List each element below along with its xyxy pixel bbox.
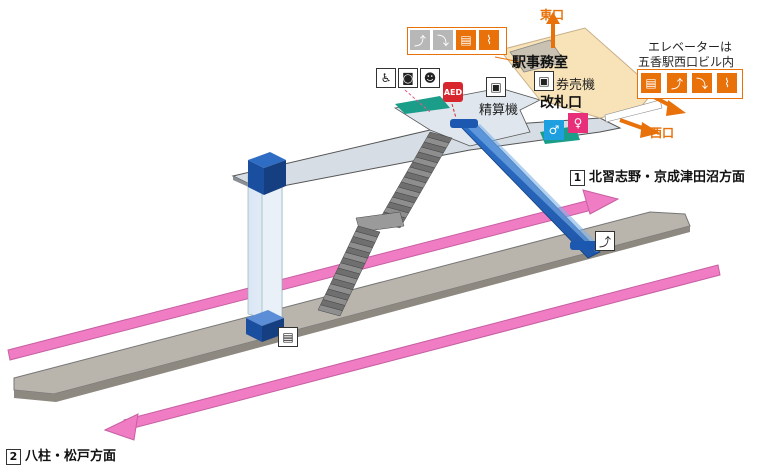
track-arrow-lower — [103, 264, 721, 441]
ticket-gate-label: 改札口 — [540, 95, 582, 111]
escalator-icon: ⤴ — [595, 231, 615, 251]
stairs-icon: ⌇ — [717, 73, 737, 93]
west-exit-arrow — [619, 94, 686, 138]
facility-callout-line — [404, 89, 431, 113]
ticket-machine-label: 券売機 — [556, 78, 596, 93]
elevator-note-line2: 五香駅西口ビル内 — [638, 55, 735, 69]
escalator-up-icon: ⤴ — [667, 73, 687, 93]
east-exit-arrow — [546, 12, 560, 48]
platform1-direction-text: 北習志野・京成津田沼方面 — [589, 170, 746, 185]
platform1-number: 1 — [570, 170, 585, 186]
elevator-icon: ▤ — [278, 327, 298, 347]
escalator — [450, 119, 604, 259]
platform2-number: 2 — [6, 449, 21, 465]
female-restroom-icon: ♀ — [568, 113, 588, 133]
stairs — [317, 131, 453, 317]
fare-adjustment-label: 精算機 — [479, 103, 519, 118]
station-office-label: 駅事務室 — [512, 55, 568, 71]
male-restroom-icon: ♂ — [544, 120, 564, 140]
elevator-icon: ▤ — [641, 73, 661, 93]
west-exit-label: 西口 — [650, 126, 675, 140]
platform1-direction-label: 1 北習志野・京成津田沼方面 — [570, 166, 745, 186]
platform — [13, 211, 691, 402]
ticket-vending-machine-icon: ▣ — [534, 71, 554, 91]
elevator-shaft — [246, 152, 286, 342]
elevator-note-line1: エレベーターは — [648, 40, 733, 54]
baby-icon: ☻ — [420, 68, 440, 88]
wheelchair-icon: ♿ — [376, 68, 396, 88]
stair-step — [317, 304, 343, 317]
escalator-down-icon: ⤵ — [433, 30, 453, 50]
elevator-icon: ▤ — [456, 30, 476, 50]
east-exit-label: 東口 — [540, 8, 565, 22]
escalator-up-icon: ⤴ — [410, 30, 430, 50]
track-arrow-upper — [7, 189, 620, 361]
escalator-down-icon: ⤵ — [692, 73, 712, 93]
restroom-multipurpose-icon: ◙ — [398, 68, 418, 88]
aed-icon: AED — [443, 82, 463, 102]
aed-callout-line — [451, 103, 457, 119]
fare-adjustment-machine-icon: ▣ — [486, 77, 506, 97]
platform2-direction-text: 八柱・松戸方面 — [25, 449, 117, 464]
stairs-icon: ⌇ — [479, 30, 499, 50]
platform2-direction-label: 2 八柱・松戸方面 — [6, 445, 116, 465]
